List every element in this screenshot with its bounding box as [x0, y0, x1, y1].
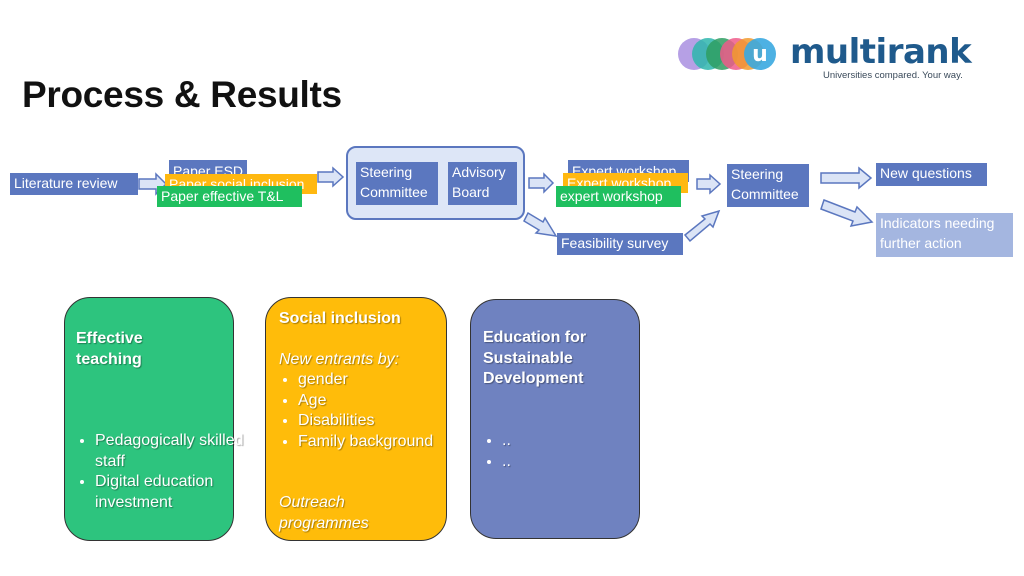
card-title-line: Development — [483, 370, 584, 387]
card-title: Social inclusion — [279, 310, 401, 327]
card-title-line: teaching — [76, 350, 142, 368]
feasibility-survey-box: Feasibility survey — [557, 233, 683, 255]
arrow-icon — [528, 172, 555, 194]
steering-committee-line: Committee — [360, 184, 428, 200]
logo-badge-letter: u — [752, 42, 768, 67]
indicators-line: Indicators needing — [880, 215, 995, 231]
steering-committee-line: Steering — [360, 164, 413, 180]
list-item: Disabilities — [298, 411, 448, 432]
arrow-icon — [820, 166, 873, 190]
page-title: Process & Results — [22, 74, 342, 115]
expert-workshop-box-3: expert workshop — [556, 186, 681, 207]
list-item: Digital education investment — [95, 472, 245, 513]
steering-committee-box: Steering Committee — [356, 162, 438, 205]
card-subtitle: New entrants by: — [279, 351, 400, 368]
card-bullet-list: .. .. — [483, 431, 642, 472]
new-questions-box: New questions — [876, 163, 987, 186]
social-inclusion-card: Social inclusion New entrants by: gender… — [265, 297, 447, 541]
steering-committee-box-2: Steering Committee — [727, 164, 809, 207]
indicators-line: further action — [880, 235, 962, 251]
arrow-icon — [683, 209, 721, 243]
logo-wordmark: multirank — [790, 32, 972, 72]
list-item: Family background — [298, 432, 448, 453]
paper-effective-tl-box: Paper effective T&L — [157, 186, 302, 207]
effective-teaching-card: Effective teaching Pedagogically skilled… — [64, 297, 244, 541]
multirank-logo-icon: u — [678, 38, 776, 70]
arrow-icon — [820, 199, 874, 227]
card-title-line: Sustainable — [483, 349, 573, 367]
list-item: gender — [298, 370, 448, 391]
card-bullet-list: gender Age Disabilities Family backgroun… — [279, 370, 448, 452]
arrow-icon — [317, 166, 345, 188]
sustainable-development-card: Education for Sustainable Development ..… — [470, 299, 640, 539]
flow-arrows — [138, 166, 874, 243]
list-item: Age — [298, 391, 448, 412]
indicators-box: Indicators needing further action — [876, 213, 1013, 257]
list-item: Pedagogically skilled staff — [95, 431, 245, 472]
advisory-board-line: Board — [452, 184, 490, 200]
card-footer-line: programmes — [279, 514, 369, 532]
card-title-line: Effective — [76, 330, 143, 347]
steering-committee-line: Steering — [731, 166, 784, 182]
arrow-icon — [523, 211, 558, 237]
advisory-board-line: Advisory — [452, 164, 506, 180]
literature-review-box: Literature review — [10, 173, 138, 195]
steering-committee-line: Committee — [731, 186, 799, 202]
logo-tagline: Universities compared. Your way. — [823, 70, 963, 81]
advisory-board-box: Advisory Board — [448, 162, 517, 205]
list-item: .. — [502, 452, 642, 473]
list-item: .. — [502, 431, 642, 452]
arrow-icon — [696, 173, 722, 195]
card-bullet-list: Pedagogically skilled staff Digital educ… — [76, 431, 245, 513]
card-title-line: Education for — [483, 329, 587, 346]
card-footer-line: Outreach — [279, 494, 345, 511]
